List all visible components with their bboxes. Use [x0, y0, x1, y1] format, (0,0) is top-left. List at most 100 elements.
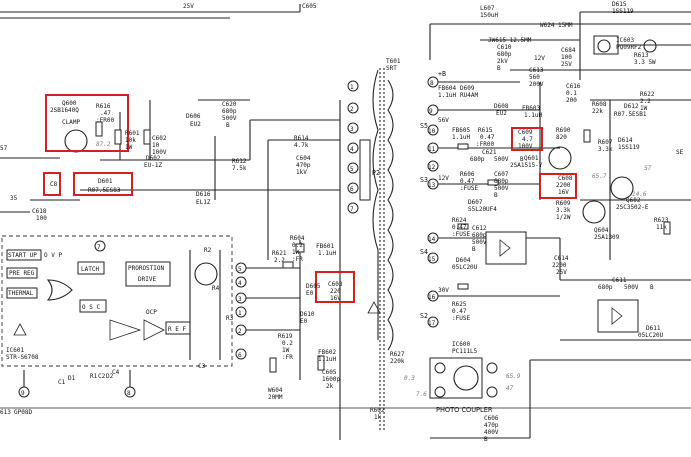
svg-text:3.3k: 3.3k [598, 146, 613, 153]
svg-text:FB601: FB601 [316, 243, 334, 250]
svg-text:C4: C4 [112, 369, 120, 376]
svg-text:500V: 500V [624, 284, 639, 291]
svg-text:R07.5ES83: R07.5ES83 [88, 187, 121, 194]
svg-text:2: 2 [350, 106, 354, 113]
svg-text:DRIVE: DRIVE [138, 276, 156, 283]
svg-text:S5L20UF4: S5L20UF4 [468, 206, 497, 213]
svg-text:S5: S5 [420, 122, 428, 130]
svg-text:1SS119: 1SS119 [618, 144, 640, 151]
svg-text:R622: R622 [640, 91, 655, 98]
svg-text:560: 560 [529, 74, 540, 81]
svg-text:R690: R690 [556, 127, 571, 134]
svg-text:1: 1 [238, 310, 242, 317]
svg-text:PQ09RF2: PQ09RF2 [616, 44, 642, 51]
svg-text:E0: E0 [306, 290, 314, 297]
svg-text:B: B [472, 246, 476, 253]
svg-text:30V: 30V [438, 287, 449, 294]
svg-text:C616: C616 [566, 83, 581, 90]
ic601-pins: 5 4 3 1 2 6 9 8 7 [18, 240, 247, 398]
svg-text::FR00: :FR00 [476, 141, 494, 148]
svg-text:E0: E0 [300, 318, 308, 325]
svg-text:1.1uH: 1.1uH [524, 112, 542, 119]
svg-text:R625: R625 [452, 301, 467, 308]
svg-text:12V: 12V [534, 55, 545, 62]
svg-text:EU2: EU2 [190, 121, 201, 128]
q602-transistor [610, 176, 634, 200]
svg-text::FUSE: :FUSE [460, 185, 478, 192]
p2-connector [359, 139, 371, 201]
svg-text:100: 100 [561, 54, 572, 61]
svg-text:10k: 10k [125, 137, 136, 144]
svg-text:B: B [226, 122, 230, 129]
svg-text:500V: 500V [222, 115, 237, 122]
svg-text:PHOTO COUPLER: PHOTO COUPLER [436, 406, 493, 414]
svg-text::FR00: :FR00 [96, 117, 114, 124]
svg-text:FB602: FB602 [318, 349, 336, 356]
svg-text:0.2: 0.2 [292, 242, 303, 249]
svg-text:C602: C602 [152, 135, 167, 142]
svg-text:R619: R619 [278, 333, 293, 340]
svg-text:THERMAL: THERMAL [8, 290, 34, 297]
svg-text:STR-S6708: STR-S6708 [6, 354, 39, 361]
svg-text:T601: T601 [386, 58, 401, 65]
q601-transistor [548, 146, 572, 170]
ic603-box [593, 35, 619, 55]
svg-text:16V: 16V [330, 295, 341, 302]
svg-text:C611: C611 [612, 277, 627, 284]
svg-text:P2: P2 [372, 169, 380, 177]
svg-text:2200: 2200 [556, 182, 571, 189]
svg-text:47: 47 [506, 385, 514, 392]
svg-text:D611: D611 [646, 325, 661, 332]
svg-text:R624: R624 [452, 217, 467, 224]
svg-text::FUSE: :FUSE [452, 315, 470, 322]
svg-text:S3: S3 [420, 176, 428, 184]
svg-text:100: 100 [36, 215, 47, 222]
svg-text:15: 15 [428, 256, 436, 263]
svg-text:11: 11 [428, 146, 436, 153]
svg-text:W604: W604 [268, 387, 283, 394]
svg-text:65.7: 65.7 [592, 173, 607, 180]
svg-text:R607: R607 [598, 139, 613, 146]
svg-text:C603: C603 [328, 281, 343, 288]
svg-text:1W: 1W [125, 144, 133, 151]
svg-text:05LC20U: 05LC20U [638, 332, 664, 339]
svg-text:57: 57 [0, 145, 8, 152]
svg-text:6: 6 [238, 352, 242, 359]
svg-text:D602: D602 [146, 155, 161, 162]
svg-text:Q604: Q604 [594, 227, 609, 234]
svg-text:2: 2 [238, 328, 242, 335]
svg-text:57: 57 [644, 165, 652, 172]
svg-text:87.2: 87.2 [96, 141, 111, 148]
transformer-secondary-pins: 8 9 10 11 12 13 14 15 16 17 [427, 76, 439, 328]
svg-text:R608: R608 [592, 101, 607, 108]
svg-text:0.3: 0.3 [404, 375, 415, 382]
svg-text:3: 3 [238, 296, 242, 303]
svg-text:R2: R2 [204, 247, 212, 254]
svg-text:470p: 470p [296, 162, 311, 169]
svg-text:0.47: 0.47 [452, 224, 467, 231]
svg-text:1W: 1W [640, 105, 648, 112]
svg-text:16V: 16V [558, 189, 569, 196]
svg-text:D1: D1 [68, 375, 76, 382]
svg-text:D601: D601 [98, 178, 113, 185]
svg-text:B: B [650, 284, 654, 291]
svg-text:R1: R1 [90, 373, 98, 380]
svg-text:R609: R609 [556, 200, 571, 207]
svg-text:R621: R621 [272, 250, 287, 257]
svg-text:EU-1Z: EU-1Z [144, 162, 162, 169]
svg-text:20MM: 20MM [268, 394, 283, 401]
svg-text:13: 13 [428, 182, 436, 189]
svg-text:D2: D2 [106, 373, 114, 380]
svg-text:2200: 2200 [552, 262, 567, 269]
svg-text:200: 200 [566, 97, 577, 104]
svg-text:OCP: OCP [146, 309, 157, 316]
svg-text:C605: C605 [302, 3, 317, 10]
warning-icon [367, 301, 381, 314]
svg-text:L607: L607 [480, 5, 495, 12]
svg-text:150uH: 150uH [480, 12, 498, 19]
svg-text:D604: D604 [456, 257, 471, 264]
svg-text:.47: .47 [100, 110, 111, 117]
svg-text:4: 4 [238, 280, 242, 287]
svg-text:220: 220 [330, 288, 341, 295]
